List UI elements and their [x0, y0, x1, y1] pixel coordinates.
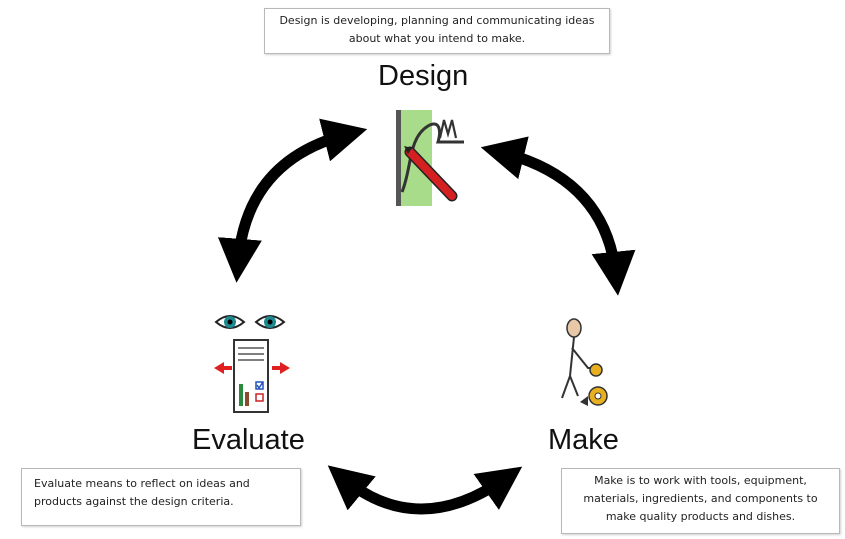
person-making-icon [561, 318, 608, 406]
design-description: Design is developing, planning and commu… [279, 14, 595, 45]
arrow-design-evaluate [217, 118, 368, 283]
make-description-box: Make is to work with tools, equipment, m… [561, 468, 840, 534]
arrow-design-make [480, 136, 636, 296]
make-description: Make is to work with tools, equipment, m… [583, 474, 818, 523]
evaluate-description: Evaluate means to reflect on ideas and p… [34, 477, 250, 508]
make-title: Make [548, 424, 619, 456]
eyes-document-icon [214, 315, 290, 413]
design-title: Design [378, 60, 469, 92]
drawing-pencil-icon [396, 110, 464, 206]
evaluate-description-box: Evaluate means to reflect on ideas and p… [21, 468, 301, 526]
arrow-evaluate-make [327, 465, 523, 515]
design-description-box: Design is developing, planning and commu… [264, 8, 610, 54]
evaluate-title: Evaluate [192, 424, 305, 456]
